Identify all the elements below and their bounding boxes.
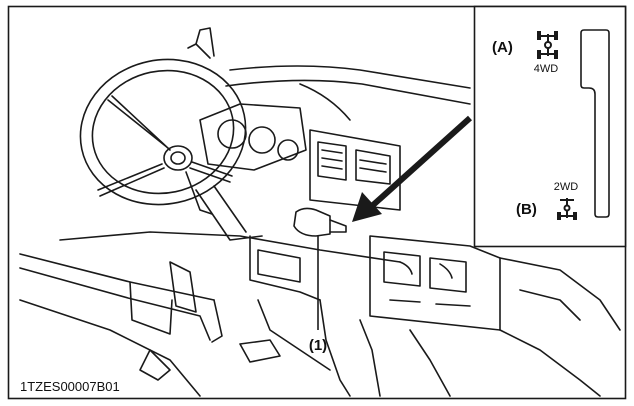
four-wheel-drive-lever [293, 207, 347, 237]
two-wheel-drive-icon [557, 198, 577, 220]
four-wheel-drive-icon [537, 31, 558, 59]
mode-2wd-label: 2WD [554, 181, 579, 193]
steering-wheel [79, 58, 247, 215]
mode-4wd-label: 4WD [534, 63, 559, 75]
shift-pattern-inset: (A) 4WD 2WD (B) [473, 5, 627, 248]
pointer-arrow [352, 115, 473, 222]
callout-number: (1) [309, 337, 327, 354]
figure-code: 1TZES00007B01 [20, 379, 120, 394]
position-a-label: (A) [492, 39, 513, 56]
shift-gate [580, 29, 610, 218]
position-b-label: (B) [516, 201, 537, 218]
dashboard-illustration [19, 27, 621, 397]
instrument-cluster [199, 103, 307, 171]
